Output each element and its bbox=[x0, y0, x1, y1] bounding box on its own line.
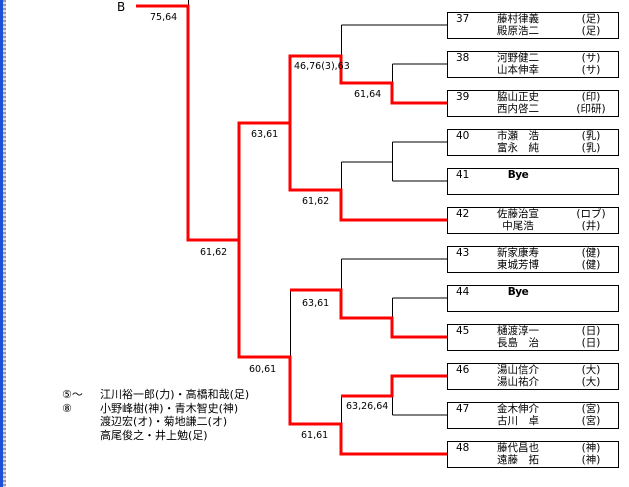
entry-number: 43 bbox=[456, 247, 470, 259]
legend-line: 小野峰樹(神)・青木智史(神) bbox=[100, 401, 239, 415]
player-affiliation: (印研) bbox=[576, 103, 606, 115]
frame-border bbox=[0, 0, 3, 487]
player-affiliation: (宮) bbox=[581, 415, 601, 427]
score-match: 60,61 bbox=[249, 364, 277, 375]
player-affiliation: (足) bbox=[581, 25, 601, 37]
entry-number: 46 bbox=[456, 364, 470, 376]
player-affiliation: (足) bbox=[581, 13, 601, 25]
seed-label: B bbox=[117, 0, 126, 14]
bye-label: Bye bbox=[507, 286, 529, 298]
score-match: 63,26,64 bbox=[346, 401, 389, 412]
legend-line: 高尾俊之・井上勉(足) bbox=[100, 428, 208, 442]
entry-box: 37 藤村律義 (足) 殿原浩二 (足) bbox=[447, 12, 619, 39]
player-affiliation: (大) bbox=[581, 376, 601, 388]
score-match: 46,76(3),63 bbox=[294, 61, 350, 72]
entry-box: 38 河野健二 (サ) 山本伸幸 (サ) bbox=[447, 51, 619, 78]
player-affiliation: (日) bbox=[581, 325, 601, 337]
entry-box: 48 藤代昌也 (神) 遠藤 拓 (神) bbox=[447, 441, 619, 468]
player-name: 樋渡淳一 bbox=[497, 325, 539, 337]
entry-box: 43 新家康寿 (健) 東城芳博 (健) bbox=[447, 246, 619, 273]
player-affiliation: (サ) bbox=[581, 64, 601, 76]
score-match: 61,61 bbox=[301, 430, 329, 441]
score-match: 61,62 bbox=[302, 196, 330, 207]
player-name: 富永 純 bbox=[497, 142, 539, 154]
player-name: 金木伸介 bbox=[497, 403, 539, 415]
player-name: 古川 卓 bbox=[497, 415, 539, 427]
entry-number: 38 bbox=[456, 52, 470, 64]
player-affiliation: (印) bbox=[581, 91, 601, 103]
entry-number: 47 bbox=[456, 403, 470, 415]
entry-number: 48 bbox=[456, 442, 470, 454]
player-affiliation: (乳) bbox=[581, 142, 601, 154]
frame-border-dotted bbox=[3, 0, 6, 487]
player-affiliation: (神) bbox=[581, 442, 601, 454]
entry-box: 39 脇山正史 (印) 西内啓二 (印研) bbox=[447, 90, 619, 117]
score-match: 61,62 bbox=[200, 247, 228, 258]
entry-box: 46 湯山信介 (大) 湯山祐介 (大) bbox=[447, 363, 619, 390]
player-name: 市瀬 浩 bbox=[497, 130, 539, 142]
entry-number: 42 bbox=[456, 208, 470, 220]
entry-number: 45 bbox=[456, 325, 470, 337]
entry-number: 37 bbox=[456, 13, 470, 25]
player-affiliation: (サ) bbox=[581, 52, 601, 64]
legend-prefix: ⑤〜⑧ bbox=[62, 388, 83, 415]
legend-line: 江川裕一郎(力)・高橋和哉(足) bbox=[100, 388, 250, 401]
player-name: 脇山正史 bbox=[497, 91, 539, 103]
player-name: 藤村律義 bbox=[497, 13, 539, 25]
legend-line: 渡辺宏(オ)・菊地謙二(オ) bbox=[100, 415, 228, 428]
entry-box: 40 市瀬 浩 (乳) 富永 純 (乳) bbox=[447, 129, 619, 156]
player-name: 東城芳博 bbox=[497, 259, 539, 271]
player-affiliation: (宮) bbox=[581, 403, 601, 415]
player-name: 遠藤 拓 bbox=[497, 454, 539, 466]
player-affiliation: (大) bbox=[581, 364, 601, 376]
player-name: 河野健二 bbox=[497, 52, 539, 64]
player-affiliation: (日) bbox=[581, 337, 601, 349]
bracket-lines-winner bbox=[136, 4, 447, 456]
player-affiliation: (乳) bbox=[581, 130, 601, 142]
player-name: 山本伸幸 bbox=[497, 64, 539, 76]
player-affiliation: (健) bbox=[581, 247, 601, 259]
entry-box: 45 樋渡淳一 (日) 長島 治 (日) bbox=[447, 324, 619, 351]
entry-number: 40 bbox=[456, 130, 470, 142]
entry-number: 41 bbox=[456, 169, 470, 181]
player-name: 西内啓二 bbox=[497, 103, 539, 115]
player-affiliation: (井) bbox=[581, 220, 601, 232]
player-affiliation: (神) bbox=[581, 454, 601, 466]
entry-box: 42 佐藤治宣 (ロブ) 中尾浩 (井) bbox=[447, 207, 619, 234]
player-name: 藤代昌也 bbox=[497, 442, 539, 454]
player-name: 湯山信介 bbox=[497, 364, 539, 376]
player-name: 新家康寿 bbox=[497, 247, 539, 259]
player-name: 殿原浩二 bbox=[497, 25, 539, 37]
score-match: 63,61 bbox=[251, 129, 279, 140]
entry-box: 47 金木伸介 (宮) 古川 卓 (宮) bbox=[447, 402, 619, 429]
player-name: 佐藤治宣 bbox=[497, 208, 539, 220]
player-name: 湯山祐介 bbox=[497, 376, 539, 388]
entry-number: 44 bbox=[456, 286, 470, 298]
score-match: 61,64 bbox=[354, 89, 382, 100]
entry-box-bye: 41 Bye bbox=[447, 168, 619, 195]
player-affiliation: (ロブ) bbox=[576, 208, 606, 220]
score-final: 75,64 bbox=[150, 12, 178, 23]
player-name: 中尾浩 bbox=[502, 220, 534, 232]
score-match: 63,61 bbox=[302, 298, 330, 309]
player-affiliation: (健) bbox=[581, 259, 601, 271]
player-name: 長島 治 bbox=[497, 337, 539, 349]
bye-label: Bye bbox=[507, 169, 529, 181]
entry-number: 39 bbox=[456, 91, 470, 103]
entry-box-bye: 44 Bye bbox=[447, 285, 619, 312]
